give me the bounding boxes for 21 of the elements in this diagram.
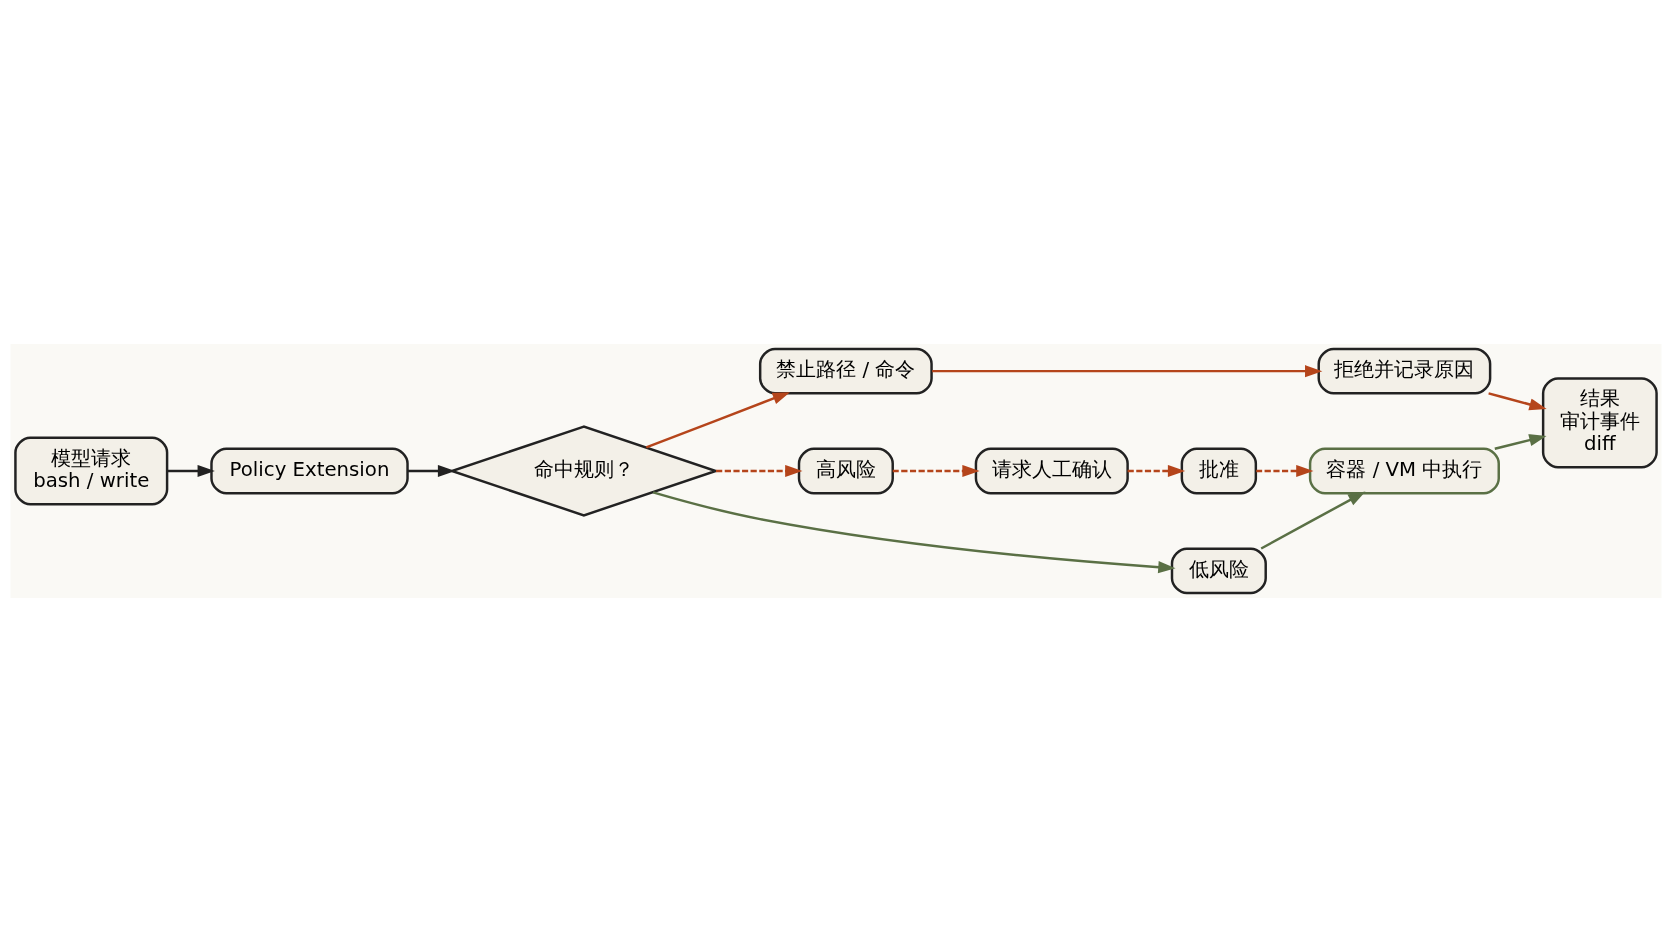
arrow bbox=[652, 490, 1176, 573]
node-box: 低风险 bbox=[1170, 546, 1267, 594]
node-box: 拒绝并记录原因 bbox=[1317, 347, 1492, 395]
arrow bbox=[1494, 433, 1547, 450]
arrow bbox=[1488, 391, 1547, 410]
arrow bbox=[716, 464, 803, 477]
node-box: 模型请求 bash / write bbox=[14, 435, 169, 506]
node-box: 请求人工确认 bbox=[974, 447, 1129, 494]
arrow bbox=[1256, 464, 1314, 477]
node-box: 结果 审计事件 diff bbox=[1541, 376, 1658, 469]
node-box: 高风险 bbox=[797, 447, 894, 494]
arrow bbox=[892, 464, 980, 477]
arrow bbox=[645, 391, 790, 449]
node-box: 容器 / VM 中执行 bbox=[1308, 447, 1500, 494]
node-box: 禁止路径 / 命令 bbox=[758, 347, 933, 395]
node-box: Policy Extension bbox=[210, 447, 409, 494]
arrow bbox=[1127, 464, 1186, 477]
arrow bbox=[167, 464, 215, 477]
arrow bbox=[1260, 491, 1366, 550]
arrow bbox=[932, 364, 1323, 377]
node-box: 批准 bbox=[1180, 447, 1258, 494]
